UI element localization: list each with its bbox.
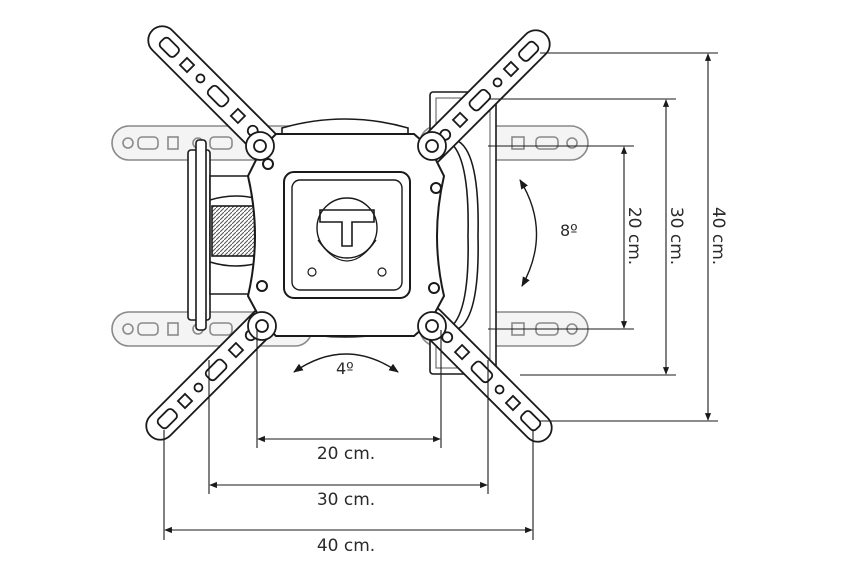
swivel-indicator: 4º [293, 353, 399, 378]
tilt-angle-label: 8º [560, 221, 578, 240]
dim-label-h40: 40 cm. [317, 536, 375, 556]
pivot-hubs [245, 131, 447, 341]
tilt-indicator: 8º [519, 179, 578, 287]
dim-label-v40: 40 cm. [708, 207, 728, 265]
vertical-dimensions [488, 52, 718, 422]
arm-bracket [187, 139, 263, 331]
dim-label-h30: 30 cm. [317, 490, 375, 510]
dim-label-v20: 20 cm. [624, 207, 644, 265]
vesa-arm-top-left [147, 25, 285, 163]
tilt-arrow [519, 179, 538, 287]
vesa-arms [145, 25, 553, 443]
horizontal-dimensions [163, 330, 534, 540]
center-plate [246, 133, 446, 337]
dim-label-v30: 30 cm. [666, 207, 686, 265]
swivel-angle-label: 4º [336, 359, 354, 378]
swivel-arrow [293, 353, 399, 373]
dim-label-h20: 20 cm. [317, 444, 375, 464]
